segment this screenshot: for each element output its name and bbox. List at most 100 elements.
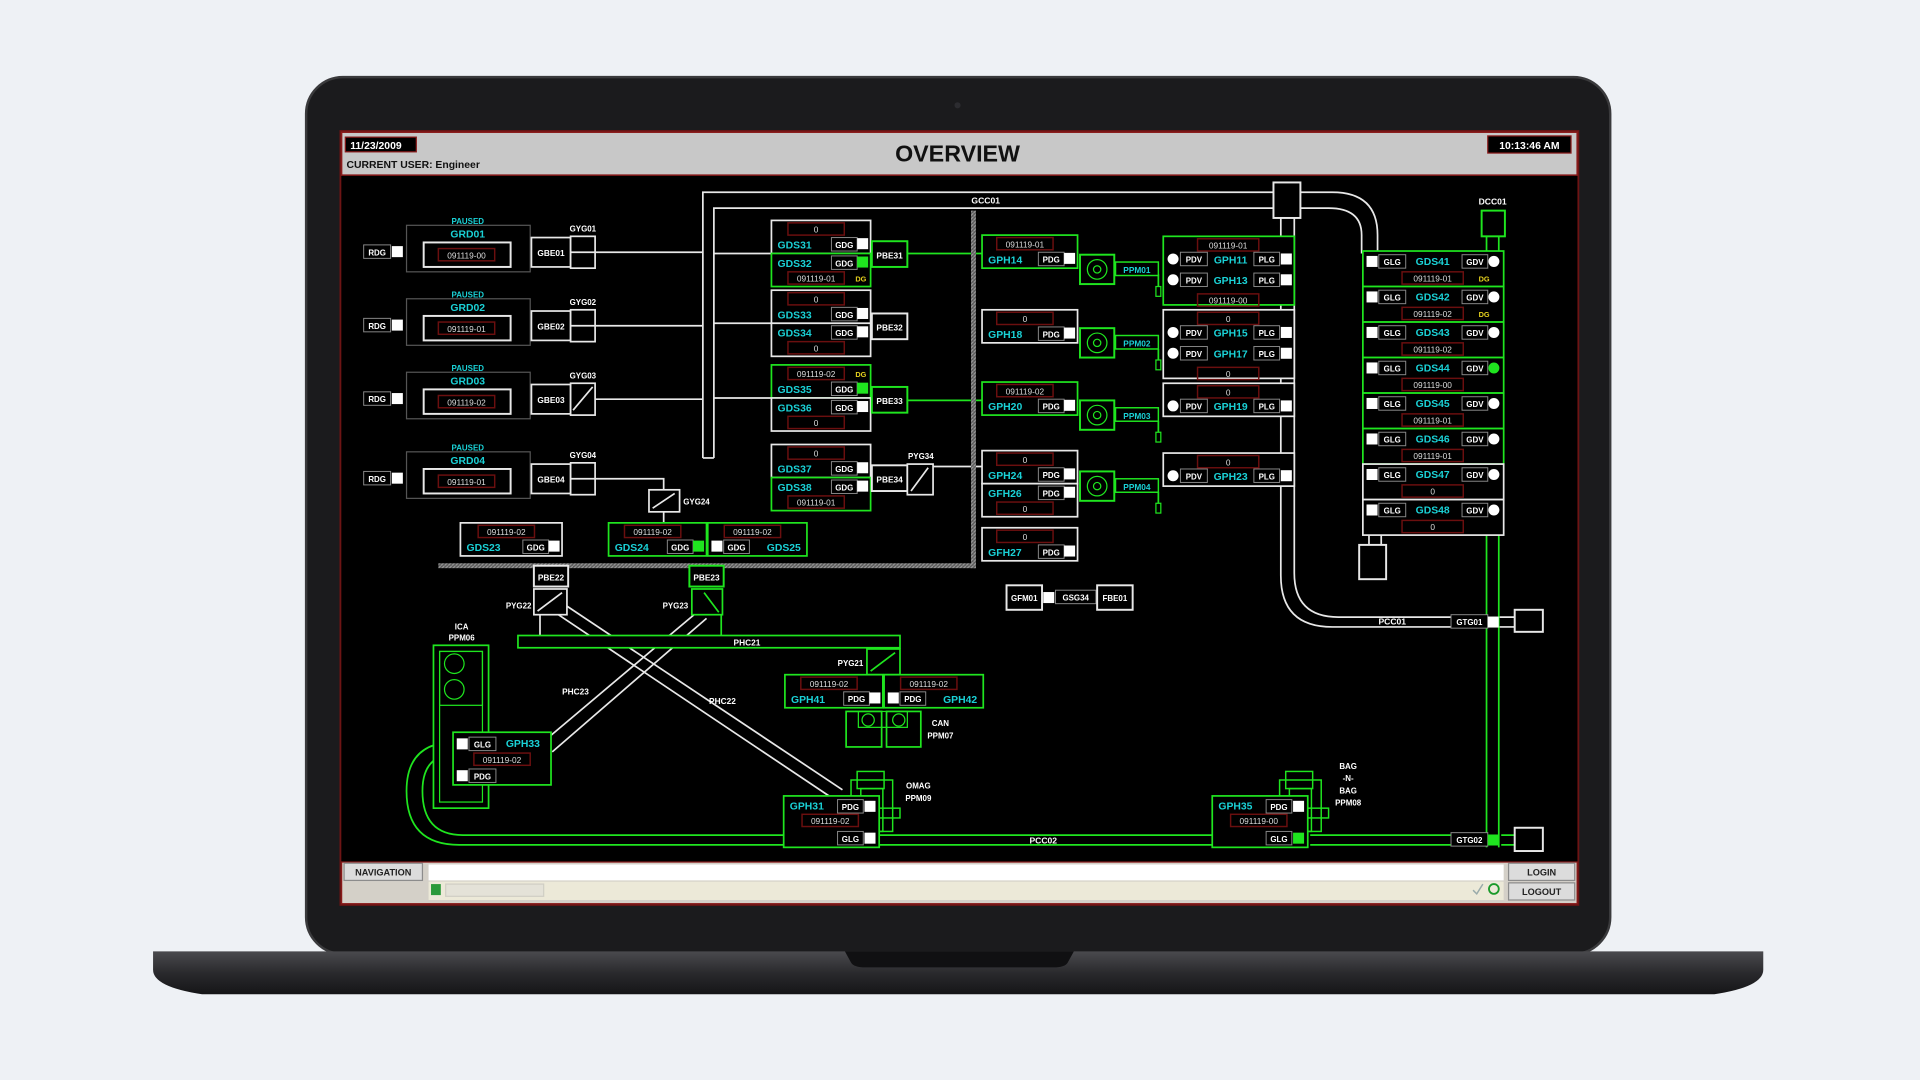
gdv-indicator[interactable] — [1488, 291, 1500, 303]
gate-indicator[interactable] — [857, 238, 869, 250]
logout-button[interactable]: LOGOUT — [1507, 882, 1576, 901]
gate-indicator[interactable] — [857, 256, 869, 268]
glg-indicator[interactable] — [1366, 468, 1378, 480]
gate-indicator[interactable] — [548, 540, 560, 552]
pdg-indicator[interactable] — [864, 800, 876, 812]
glg-indicator[interactable] — [456, 738, 468, 750]
gate-indicator[interactable] — [693, 540, 705, 552]
gate-indicator[interactable] — [1064, 399, 1076, 411]
gate-indicator[interactable] — [1064, 545, 1076, 557]
gate-indicator[interactable] — [1064, 252, 1076, 264]
gate-indicator[interactable] — [857, 401, 869, 413]
navigation-button[interactable]: NAVIGATION — [343, 862, 424, 882]
gtg02-indicator[interactable] — [1487, 834, 1499, 846]
pbe-pbe23[interactable]: PBE23 — [688, 564, 725, 588]
gate-indicator[interactable] — [857, 382, 869, 394]
valve-pyg23[interactable] — [690, 588, 724, 616]
rdg-indicator[interactable] — [391, 472, 403, 484]
glg-indicator[interactable] — [1366, 291, 1378, 303]
valve-gyg04[interactable] — [569, 462, 596, 496]
pbe-pbe34[interactable]: PBE34 — [870, 464, 909, 492]
plg-indicator[interactable] — [1280, 253, 1292, 265]
login-button-frame[interactable] — [1507, 862, 1576, 882]
pump-ppm04[interactable]: PPM04 — [1079, 470, 1162, 514]
rdg-indicator[interactable] — [391, 319, 403, 331]
login-button[interactable]: LOGIN — [1507, 862, 1576, 882]
pdg-indicator[interactable] — [1293, 800, 1305, 812]
plg-indicator[interactable] — [1280, 470, 1292, 482]
glg-indicator[interactable] — [1366, 397, 1378, 409]
pdv-indicator[interactable] — [1167, 400, 1179, 412]
gate-indicator[interactable] — [887, 692, 899, 704]
pdv-indicator[interactable] — [1167, 253, 1179, 265]
gdv-indicator[interactable] — [1488, 433, 1500, 445]
gate-indicator[interactable] — [1064, 327, 1076, 339]
valve-gyg01[interactable] — [569, 235, 596, 270]
pdg-indicator[interactable] — [456, 770, 468, 782]
glg-indicator[interactable] — [1366, 433, 1378, 445]
pump-ppm01[interactable]: PPM01 — [1079, 253, 1162, 297]
valve-gyg02[interactable] — [569, 308, 596, 343]
rdg-indicator[interactable] — [391, 246, 403, 258]
pbe-pbe22[interactable]: PBE22 — [532, 564, 570, 588]
glg-indicator[interactable] — [1366, 362, 1378, 374]
gate-indicator[interactable] — [711, 540, 723, 552]
valve-gyg03[interactable] — [569, 382, 596, 416]
gtg01-indicator[interactable] — [1487, 616, 1499, 628]
checkmark-icon[interactable] — [1472, 883, 1484, 896]
plg-indicator[interactable] — [1280, 274, 1292, 286]
gate-indicator[interactable] — [857, 480, 869, 492]
glg-indicator[interactable] — [1293, 832, 1305, 844]
gate-indicator[interactable] — [857, 462, 869, 474]
pbe-pbe33[interactable]: PBE33 — [870, 385, 909, 414]
pump-ppm03[interactable]: PPM03 — [1079, 399, 1162, 443]
pdv-indicator[interactable] — [1167, 326, 1179, 338]
gate-indicator[interactable] — [1064, 486, 1076, 498]
glg-indicator[interactable] — [1366, 255, 1378, 267]
pdv-indicator[interactable] — [1167, 274, 1179, 286]
valve-pyg21[interactable] — [866, 648, 901, 676]
gdv-indicator[interactable] — [1488, 255, 1500, 267]
pdv-indicator[interactable] — [1167, 347, 1179, 359]
gdv-indicator[interactable] — [1488, 504, 1500, 516]
rdg-indicator[interactable] — [391, 393, 403, 405]
gdv-indicator[interactable] — [1488, 362, 1500, 374]
plg-indicator[interactable] — [1280, 347, 1292, 359]
